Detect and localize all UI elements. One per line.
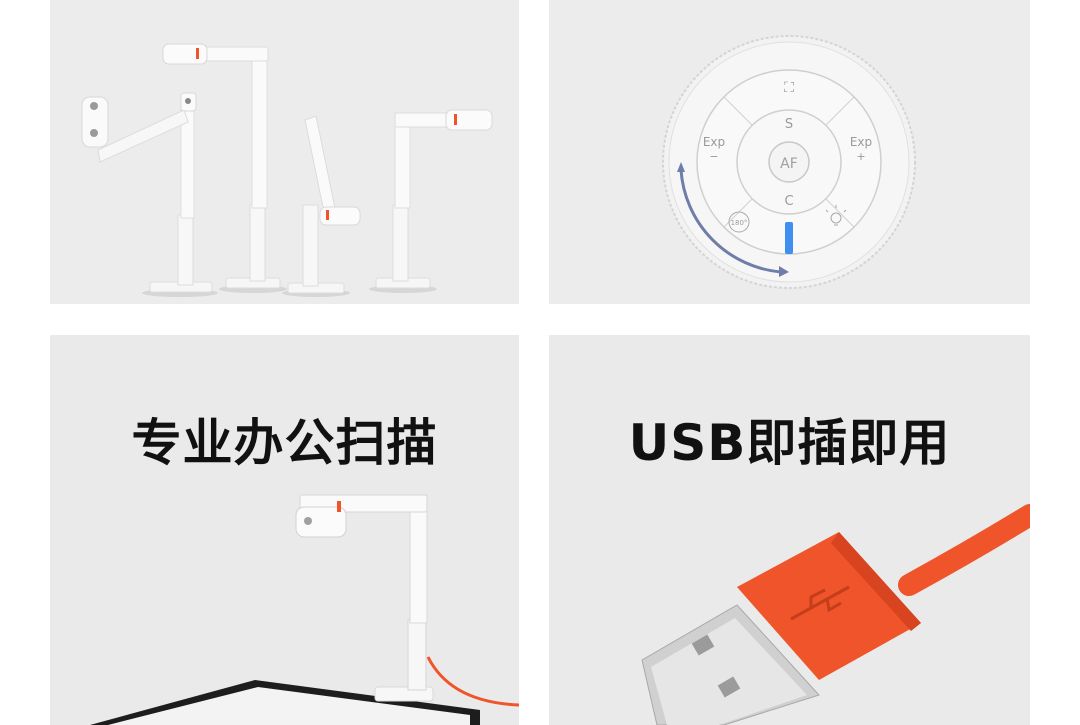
usb-plug-headline: USB即插即用: [628, 414, 951, 472]
office-scan-headline: 专业办公扫描: [131, 414, 438, 472]
usb-cable: [898, 504, 1030, 596]
scanner-model-4: [375, 109, 493, 289]
dial-af-label[interactable]: AF: [780, 156, 798, 172]
scanner-family-illustration: [81, 43, 493, 297]
dial-exp-minus-sign: −: [709, 150, 718, 163]
dial-rotate-label: 180°: [731, 219, 748, 227]
dial-s-label[interactable]: S: [785, 117, 793, 132]
document-camera: [295, 494, 434, 702]
office-scan-illustration: [90, 494, 519, 725]
dial-exp-plus-label[interactable]: Exp: [850, 135, 872, 149]
scanner-family-panel: [50, 0, 519, 304]
scanner-model-2: [162, 43, 281, 289]
usb-plug-illustration: [641, 504, 1030, 725]
office-scan-panel: 专业办公扫描: [50, 335, 519, 725]
usb-logo-icon: [790, 585, 850, 621]
control-dial-illustration: ⛶ S AF C Exp − Exp + 180°: [662, 35, 916, 289]
scanner-model-3: [287, 115, 361, 294]
dial-exp-plus-sign: +: [856, 150, 865, 163]
light-bulb-icon[interactable]: [825, 205, 847, 226]
scanner-model-1: [81, 92, 213, 293]
dial-c-label[interactable]: C: [784, 194, 793, 209]
usb-plug-panel: USB即插即用: [549, 335, 1030, 725]
dial-fullscreen-icon[interactable]: ⛶: [784, 80, 794, 96]
control-dial-panel: ⛶ S AF C Exp − Exp + 180°: [549, 0, 1030, 304]
dial-exp-minus-label[interactable]: Exp: [703, 135, 725, 149]
rotate-180-icon[interactable]: [728, 211, 750, 233]
